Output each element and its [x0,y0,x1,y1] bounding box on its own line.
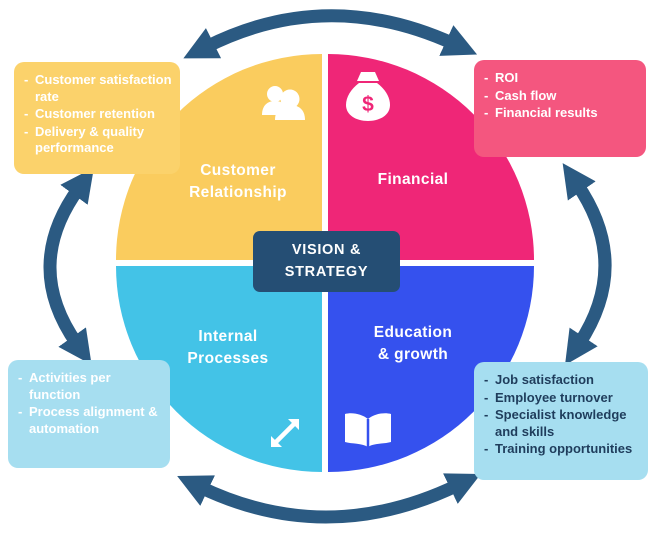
bullet-item: Activities per function [18,370,162,403]
bullet-item: Customer satisfaction rate [24,72,172,105]
quadrant-label-customer: Customer Relationship [189,162,287,201]
bullet-item: Cash flow [484,88,638,105]
dollar-glyph: $ [362,93,374,116]
quadrant-label-financial: Financial [377,171,449,188]
cycle-arrow-bottom [177,473,481,524]
bullet-item: Training opportunities [484,441,640,458]
bullet-item: Customer retention [24,106,172,123]
callout-internal: Activities per functionProcess alignment… [8,360,170,468]
quadrant-label-education: Education & growth [373,324,453,363]
bullet-item: Specialist knowledge and skills [484,407,640,440]
open-book-icon [345,413,391,447]
vision-strategy-box: VISION & STRATEGY [253,231,400,292]
diagonal-arrows-icon [271,419,299,447]
quadrant-label-internal: Internal Processes [187,328,269,367]
callout-financial: ROICash flowFinancial results [474,60,646,157]
callout-education: Job satisfactionEmployee turnoverSpecial… [474,362,648,480]
bullet-item: ROI [484,70,638,87]
bullet-item: Process alignment & automation [18,404,162,437]
bullet-item: Delivery & quality performance [24,124,172,157]
cycle-arrow-top [183,9,478,59]
bullet-item: Employee turnover [484,390,640,407]
cycle-arrow-left [43,167,94,365]
cycle-arrows [43,9,612,524]
bullet-item: Job satisfaction [484,372,640,389]
bullet-item: Financial results [484,105,638,122]
people-icon [262,86,305,120]
quadrant-internal [116,266,322,472]
money-bag-icon: $ [346,72,390,121]
cycle-arrow-right [562,163,612,366]
callout-customer: Customer satisfaction rateCustomer reten… [14,62,180,174]
